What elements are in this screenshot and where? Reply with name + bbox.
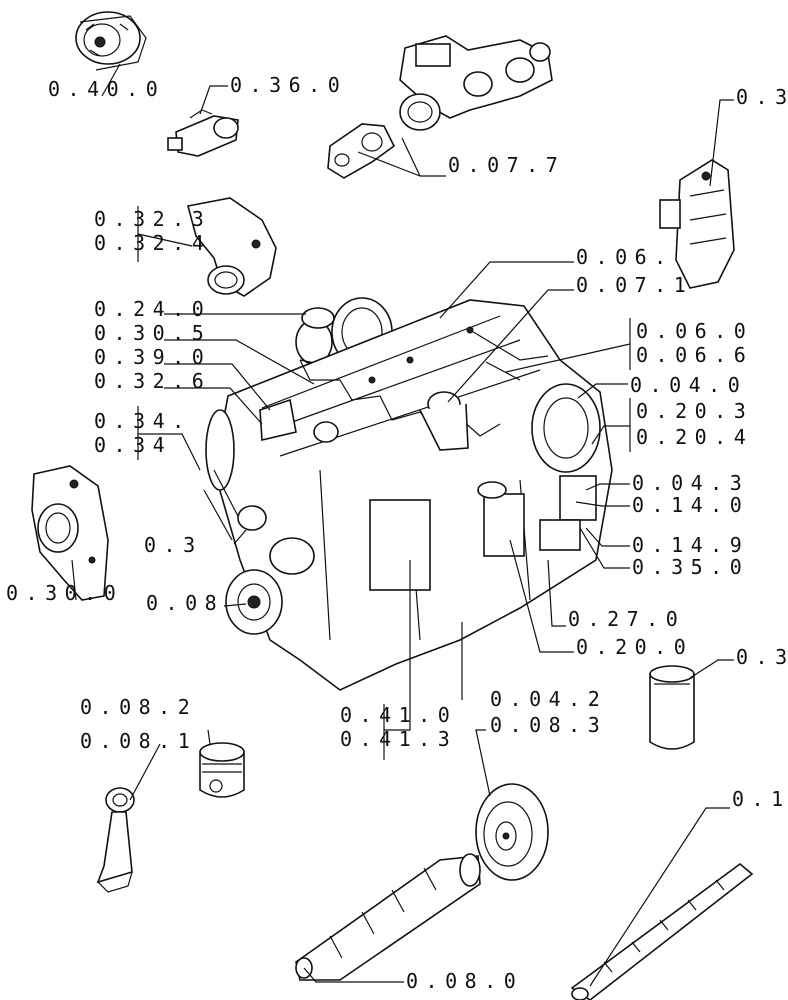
front-cover-part [31,465,109,601]
label-0-14-9: 0.14.9 [632,533,749,557]
label-0-06-6: 0.06.6 [636,343,753,367]
water-pump-part [187,197,277,297]
label-0-14-0: 0.14.0 [632,493,749,517]
label-0-08-2: 0.08.2 [80,695,197,719]
oil-cooler-cover-part [659,159,735,289]
callout-labels: 0.40.0 0.36.0 0.07.7 0.3 0.32.3 0.32.4 0… [6,73,788,993]
label-0-1: 0.1 [732,787,788,811]
label-0-04-0: 0.04.0 [630,373,747,397]
label-0-3-lower-right: 0.3 [736,645,788,669]
label-0-34-b: 0.34 [94,433,172,457]
label-0-04-2: 0.04.2 [490,687,607,711]
flywheel-part [475,783,549,881]
label-0-32-6: 0.32.6 [94,369,211,393]
camshaft-part [570,862,754,1000]
label-0-06-0: 0.06.0 [636,319,753,343]
label-0-30-5: 0.30.5 [94,321,211,345]
label-0-07-7: 0.07.7 [448,153,565,177]
label-0-30-0: 0.30.0 [6,581,123,605]
label-0-24-0: 0.24.0 [94,297,211,321]
label-0-27-0: 0.27.0 [568,607,685,631]
exhaust-manifold-part [327,35,553,179]
alternator-part [75,11,147,71]
label-0-07-1: 0.07.1 [576,273,693,297]
connecting-rod-part [96,787,135,893]
label-0-08-1: 0.08.1 [80,729,197,753]
label-0-08-0: 0.08.0 [406,969,523,993]
label-0-32-3: 0.32.3 [94,207,211,231]
label-0-36-0: 0.36.0 [230,73,347,97]
oil-filter-part [649,665,695,750]
label-0-35-0: 0.35.0 [632,555,749,579]
label-0-41-0: 0.41.0 [340,703,457,727]
leader-lines [71,63,734,987]
engine-block-part [203,299,613,691]
label-0-08-3: 0.08.3 [490,713,607,737]
label-0-40-0: 0.40.0 [48,77,165,101]
label-0-08: 0.08 [146,591,224,615]
crankshaft-part [295,853,481,981]
label-0-06: 0.06. [576,245,674,269]
label-0-3-middle: 0.3 [144,533,203,557]
piston-part [199,742,245,798]
label-0-32-4: 0.32.4 [94,231,211,255]
label-0-39-0: 0.39.0 [94,345,211,369]
label-0-20-0: 0.20.0 [576,635,693,659]
label-0-20-3: 0.20.3 [636,399,753,423]
label-0-41-3: 0.41.3 [340,727,457,751]
label-0-34-a: 0.34. [94,409,192,433]
label-0-20-4: 0.20.4 [636,425,753,449]
label-0-3-top-right: 0.3 [736,85,788,109]
label-0-04-3: 0.04.3 [632,471,749,495]
starter-motor-part [167,109,239,157]
